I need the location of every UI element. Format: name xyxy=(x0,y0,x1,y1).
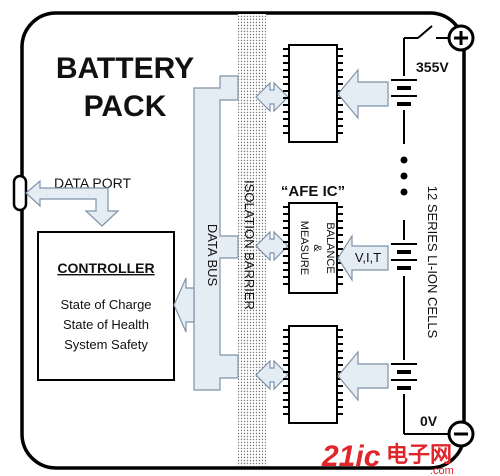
cell-to-chip-arrow-top xyxy=(337,68,389,120)
watermark-logo: 21ic 电子网 .com xyxy=(321,440,454,476)
voltage-bottom-label: 0V xyxy=(420,413,438,429)
cell-to-chip-arrow-bottom xyxy=(337,350,389,402)
controller-line-soh: State of Health xyxy=(63,317,149,332)
battery-cell-icon xyxy=(391,79,417,106)
chip-pins xyxy=(283,48,343,134)
switch-icon xyxy=(417,25,433,39)
cell-string xyxy=(403,25,448,435)
controller-box xyxy=(37,231,175,381)
isolation-barrier-label: ISOLATION BARRIER xyxy=(242,180,257,310)
chip-pins xyxy=(283,329,343,415)
data-port-connector xyxy=(12,174,28,212)
bus-to-controller-arrow xyxy=(173,277,195,333)
title-line-1: BATTERY xyxy=(56,52,194,85)
cell-to-chip-arrow-middle xyxy=(337,233,389,283)
afe-ic-label: “AFE IC” xyxy=(281,183,345,200)
data-bus-label: DATA BUS xyxy=(205,224,220,287)
measure-label: MEASURE xyxy=(298,221,310,275)
title-line-2: PACK xyxy=(84,90,167,123)
vit-label: V,I,T xyxy=(355,250,381,265)
ellipsis-dots xyxy=(400,156,408,196)
chip-icon xyxy=(283,44,343,143)
controller-line-safety: System Safety xyxy=(64,337,148,352)
series-cells-label: 12 SERIES LI-ION CELLS xyxy=(425,186,440,339)
battery-cell-icon xyxy=(391,243,417,270)
controller-line-soc: State of Charge xyxy=(60,297,151,312)
voltage-top-label: 355V xyxy=(416,59,449,75)
battery-cell-icon xyxy=(391,363,417,390)
ampersand-label: & xyxy=(311,244,323,252)
chip-pins xyxy=(283,206,343,285)
data-port-label: DATA PORT xyxy=(54,175,131,191)
watermark-suffix: .com xyxy=(430,465,454,476)
balance-label: BALANCE xyxy=(324,222,336,273)
data-port-arrow xyxy=(25,179,120,227)
controller-title: CONTROLLER xyxy=(57,260,154,276)
minus-terminal-icon xyxy=(447,420,475,448)
plus-terminal-icon xyxy=(447,24,475,52)
watermark-cn: 电子网 xyxy=(386,443,452,468)
data-bus-band xyxy=(193,75,239,391)
chip-icon xyxy=(283,325,343,424)
afe-chip-icon xyxy=(283,202,343,294)
watermark-digits: 21ic xyxy=(321,440,381,473)
